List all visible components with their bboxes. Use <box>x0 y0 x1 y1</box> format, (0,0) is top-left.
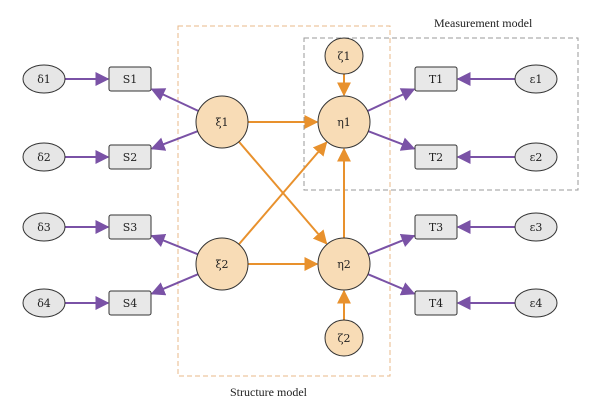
structure-model-label: Structure model <box>230 385 308 399</box>
error-label-d2: δ2 <box>37 151 51 164</box>
error-label-e4: ε4 <box>530 297 543 310</box>
loading-arrow <box>150 234 199 256</box>
error-term-d2 <box>22 142 66 172</box>
disturbance-label-zeta2: ζ2 <box>338 332 351 345</box>
structure-model-frame <box>177 25 391 377</box>
latent-variable-eta2 <box>317 237 371 291</box>
disturbance-zeta1 <box>324 37 364 75</box>
loading-arrow <box>150 88 199 112</box>
loading-arrow <box>367 234 416 256</box>
indicator-T2 <box>414 144 458 170</box>
indicator-T3 <box>414 214 458 240</box>
indicator-label-S2: S2 <box>123 151 138 164</box>
indicator-label-S4: S4 <box>123 297 138 310</box>
error-term-e2 <box>514 142 558 172</box>
latent-label-xi1: ξ1 <box>215 116 228 129</box>
error-term-d4 <box>22 288 66 318</box>
loading-arrow <box>367 88 416 112</box>
measurement-model-label: Measurement model <box>434 16 533 30</box>
structural-path-arrow <box>238 141 328 245</box>
latent-label-eta1: η1 <box>337 116 351 129</box>
latent-variable-eta1 <box>317 95 371 149</box>
error-label-e1: ε1 <box>530 73 543 86</box>
error-term-e3 <box>514 212 558 242</box>
error-label-e3: ε3 <box>530 221 543 234</box>
indicator-label-S1: S1 <box>123 73 138 86</box>
indicator-label-T2: T2 <box>429 151 443 164</box>
latent-label-eta2: η2 <box>337 258 351 271</box>
loading-arrow <box>150 130 199 151</box>
indicator-label-T1: T1 <box>429 73 443 86</box>
error-label-e2: ε2 <box>530 151 543 164</box>
loading-arrow <box>367 130 416 151</box>
error-label-d3: δ3 <box>37 221 51 234</box>
indicator-S4 <box>108 290 152 316</box>
indicator-T1 <box>414 66 458 92</box>
error-term-e1 <box>514 64 558 94</box>
indicator-S2 <box>108 144 152 170</box>
indicator-label-S3: S3 <box>123 221 138 234</box>
loading-arrow <box>150 273 199 296</box>
error-label-d4: δ4 <box>37 297 51 310</box>
disturbance-label-zeta1: ζ1 <box>338 50 351 63</box>
error-term-e4 <box>514 288 558 318</box>
error-label-d1: δ1 <box>37 73 51 86</box>
error-term-d1 <box>22 64 66 94</box>
indicator-label-T4: T4 <box>429 297 443 310</box>
latent-label-xi2: ξ2 <box>215 258 228 271</box>
indicator-S1 <box>108 66 152 92</box>
loading-arrow <box>367 273 416 296</box>
measurement-model-frame <box>303 37 579 191</box>
indicator-T4 <box>414 290 458 316</box>
latent-variable-xi2 <box>195 237 249 291</box>
latent-variable-xi1 <box>195 95 249 149</box>
indicator-S3 <box>108 214 152 240</box>
disturbance-zeta2 <box>324 319 364 357</box>
indicator-label-T3: T3 <box>429 221 443 234</box>
error-term-d3 <box>22 212 66 242</box>
